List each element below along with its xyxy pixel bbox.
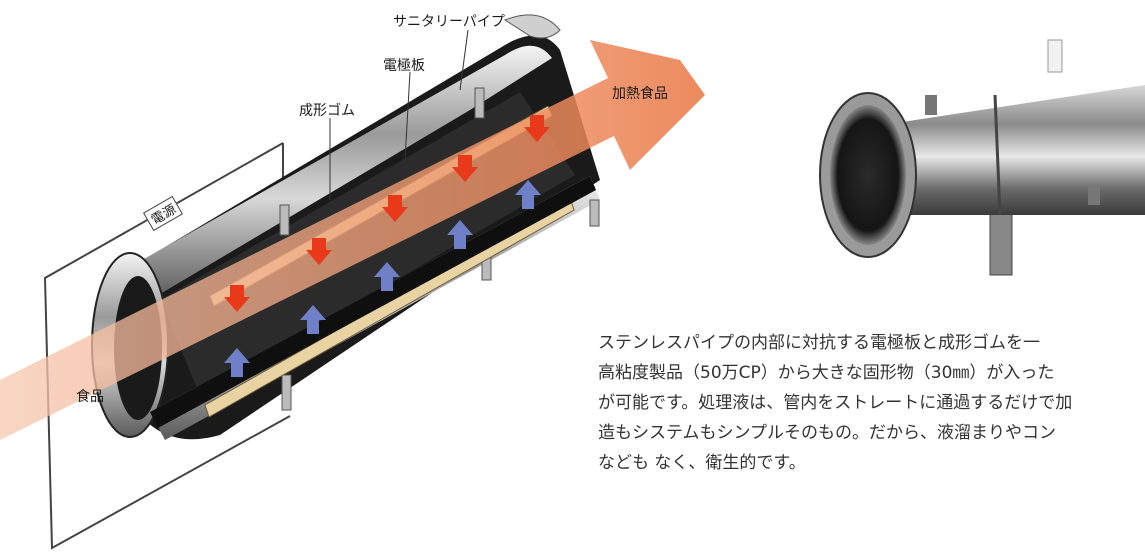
food-arrows: [224, 180, 541, 377]
food-arrow: [374, 262, 400, 291]
flow-arrow: [0, 40, 705, 440]
leader-lines: [329, 29, 469, 200]
heat-arrow: [382, 195, 408, 222]
food-arrow: [300, 305, 326, 334]
label-molded-rubber: 成形ゴム: [299, 103, 355, 119]
heat-arrow: [224, 285, 250, 312]
pipe-photo: [819, 39, 1145, 276]
heat-arrow: [524, 115, 550, 142]
food-arrow: [224, 348, 250, 377]
description-line: 造もシステムもシンプルそのもの。だから、液溜まりやコン: [598, 423, 1056, 443]
description-line: 高粘度製品（50万CP）から大きな固形物（30㎜）が入った: [598, 363, 1055, 383]
food-arrow: [447, 220, 473, 249]
label-food: 食品: [76, 389, 104, 405]
label-sanitary-pipe: サニタリーパイプ: [393, 14, 505, 30]
label-electrode-plate: 電極板: [383, 58, 425, 74]
heat-arrow: [306, 238, 332, 265]
heat-arrows: [224, 115, 550, 312]
food-arrow: [515, 180, 541, 209]
description-line: なども なく、衛生的です。: [598, 453, 806, 473]
description-paragraph: ステンレスパイプの内部に対抗する電極板と成形ゴムを一 高粘度製品（50万CP）か…: [598, 328, 1145, 478]
molded-rubber-lower: [150, 176, 596, 428]
description-line: ステンレスパイプの内部に対抗する電極板と成形ゴムを一: [598, 333, 1040, 353]
label-heated-food: 加熱食品: [612, 86, 668, 102]
heat-arrow: [452, 155, 478, 182]
description-line: が可能です。処理液は、管内をストレートに通過するだけで加: [598, 393, 1073, 413]
